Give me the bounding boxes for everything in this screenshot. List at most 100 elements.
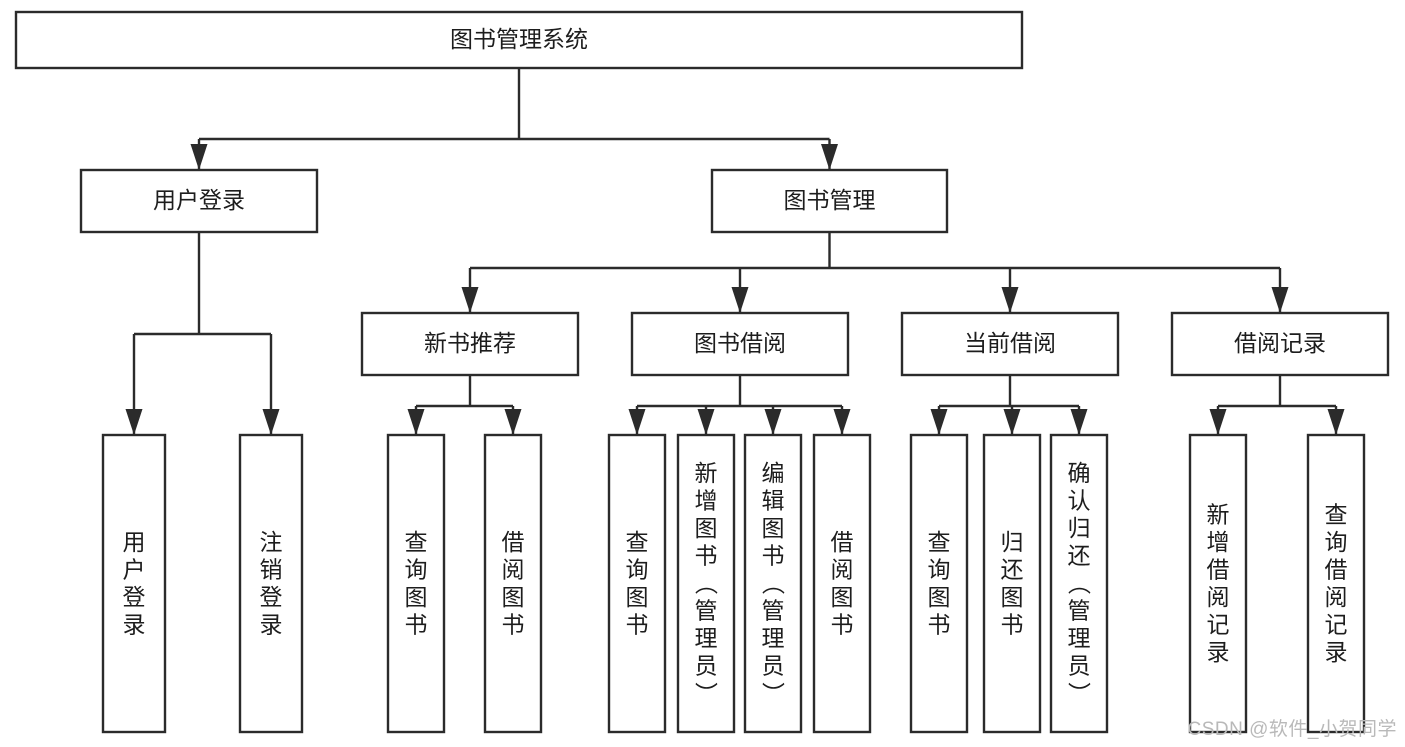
svg-text:员: 员 (1068, 653, 1091, 679)
level2-mgmt-arrow-1 (731, 287, 749, 313)
svg-text:理: 理 (762, 625, 785, 651)
node-box-level2-0[interactable] (79, 168, 319, 234)
svg-text:借: 借 (1325, 556, 1348, 582)
node-box-leaf-7[interactable] (812, 433, 872, 734)
svg-text:编: 编 (762, 460, 785, 486)
node-box-root[interactable] (14, 10, 1024, 70)
svg-text:图: 图 (762, 515, 785, 541)
svg-text:图: 图 (831, 584, 854, 610)
svg-text:登: 登 (123, 584, 146, 610)
svg-text:查: 查 (626, 529, 649, 555)
svg-text:询: 询 (1325, 529, 1348, 555)
svg-text:书: 书 (405, 611, 428, 637)
node-box-level3-2[interactable] (900, 311, 1120, 377)
node-box-leaf-5[interactable] (676, 433, 736, 734)
svg-text:书: 书 (1001, 611, 1024, 637)
svg-text:查: 查 (1325, 501, 1348, 527)
node-box-leaf-10[interactable] (1049, 433, 1109, 734)
svg-text:借: 借 (1207, 556, 1230, 582)
svg-text:阅: 阅 (502, 556, 525, 582)
svg-text:）: ） (1066, 682, 1092, 705)
svg-text:）: ） (760, 682, 786, 705)
svg-text:阅: 阅 (1207, 584, 1230, 610)
svg-text:图: 图 (695, 515, 718, 541)
svg-text:录: 录 (260, 611, 283, 637)
svg-text:理: 理 (695, 625, 718, 651)
svg-text:归: 归 (1068, 515, 1091, 541)
svg-text:图: 图 (928, 584, 951, 610)
level2-mgmt-arrow-3 (1271, 287, 1289, 313)
node-label-level3-2: 当前借阅 (964, 330, 1056, 356)
node-label-level2-0: 用户登录 (153, 187, 245, 213)
node-box-leaf-1[interactable] (238, 433, 304, 734)
svg-text:录: 录 (1325, 639, 1348, 665)
level2-mgmt-arrow-0 (461, 287, 479, 313)
svg-text:（: （ (760, 572, 786, 595)
node-label-leaf-0: 用户登录 (123, 529, 146, 638)
node-label-root: 图书管理系统 (450, 26, 588, 52)
level3-2-arrow-0 (930, 409, 948, 435)
node-label-level3-1: 图书借阅 (694, 330, 786, 356)
node-box-level2-1[interactable] (710, 168, 949, 234)
level3-1-arrow-0 (628, 409, 646, 435)
svg-text:询: 询 (405, 556, 428, 582)
svg-text:注: 注 (260, 529, 283, 555)
node-box-leaf-2[interactable] (386, 433, 446, 734)
level3-1-arrow-2 (764, 409, 782, 435)
node-box-leaf-4[interactable] (607, 433, 667, 734)
svg-text:查: 查 (928, 529, 951, 555)
node-box-leaf-12[interactable] (1306, 433, 1366, 734)
level3-3-arrow-1 (1327, 409, 1345, 435)
svg-text:图: 图 (405, 584, 428, 610)
svg-text:图: 图 (626, 584, 649, 610)
node-box-level3-1[interactable] (630, 311, 850, 377)
node-box-leaf-0[interactable] (101, 433, 167, 734)
node-box-level3-0[interactable] (360, 311, 580, 377)
node-box-leaf-8[interactable] (909, 433, 969, 734)
svg-text:归: 归 (1001, 529, 1024, 555)
svg-text:（: （ (693, 572, 719, 595)
node-box-leaf-3[interactable] (483, 433, 543, 734)
svg-text:书: 书 (626, 611, 649, 637)
level3-2-arrow-1 (1003, 409, 1021, 435)
node-box-leaf-9[interactable] (982, 433, 1042, 734)
svg-text:登: 登 (260, 584, 283, 610)
svg-text:书: 书 (762, 543, 785, 569)
level3-3-arrow-0 (1209, 409, 1227, 435)
svg-text:借: 借 (502, 529, 525, 555)
svg-text:阅: 阅 (831, 556, 854, 582)
svg-text:书: 书 (928, 611, 951, 637)
node-label-level3-0: 新书推荐 (424, 330, 516, 356)
node-box-leaf-11[interactable] (1188, 433, 1248, 734)
svg-text:阅: 阅 (1325, 584, 1348, 610)
svg-text:确: 确 (1068, 460, 1091, 486)
node-box-leaf-6[interactable] (743, 433, 803, 734)
svg-text:（: （ (1066, 572, 1092, 595)
svg-text:查: 查 (405, 529, 428, 555)
svg-text:理: 理 (1068, 625, 1091, 651)
root-arrow-1 (821, 144, 838, 170)
node-label-level3-3: 借阅记录 (1234, 330, 1326, 356)
svg-text:辑: 辑 (762, 488, 785, 514)
level3-0-arrow-0 (407, 409, 425, 435)
level3-1-arrow-1 (697, 409, 715, 435)
svg-text:询: 询 (626, 556, 649, 582)
svg-text:还: 还 (1001, 556, 1024, 582)
node-box-level3-3[interactable] (1170, 311, 1390, 377)
svg-text:录: 录 (1207, 639, 1230, 665)
level2-login-arrow-1 (262, 409, 280, 435)
svg-text:记: 记 (1325, 611, 1348, 637)
svg-text:图: 图 (1001, 584, 1024, 610)
level2-login-arrow-0 (125, 409, 143, 435)
